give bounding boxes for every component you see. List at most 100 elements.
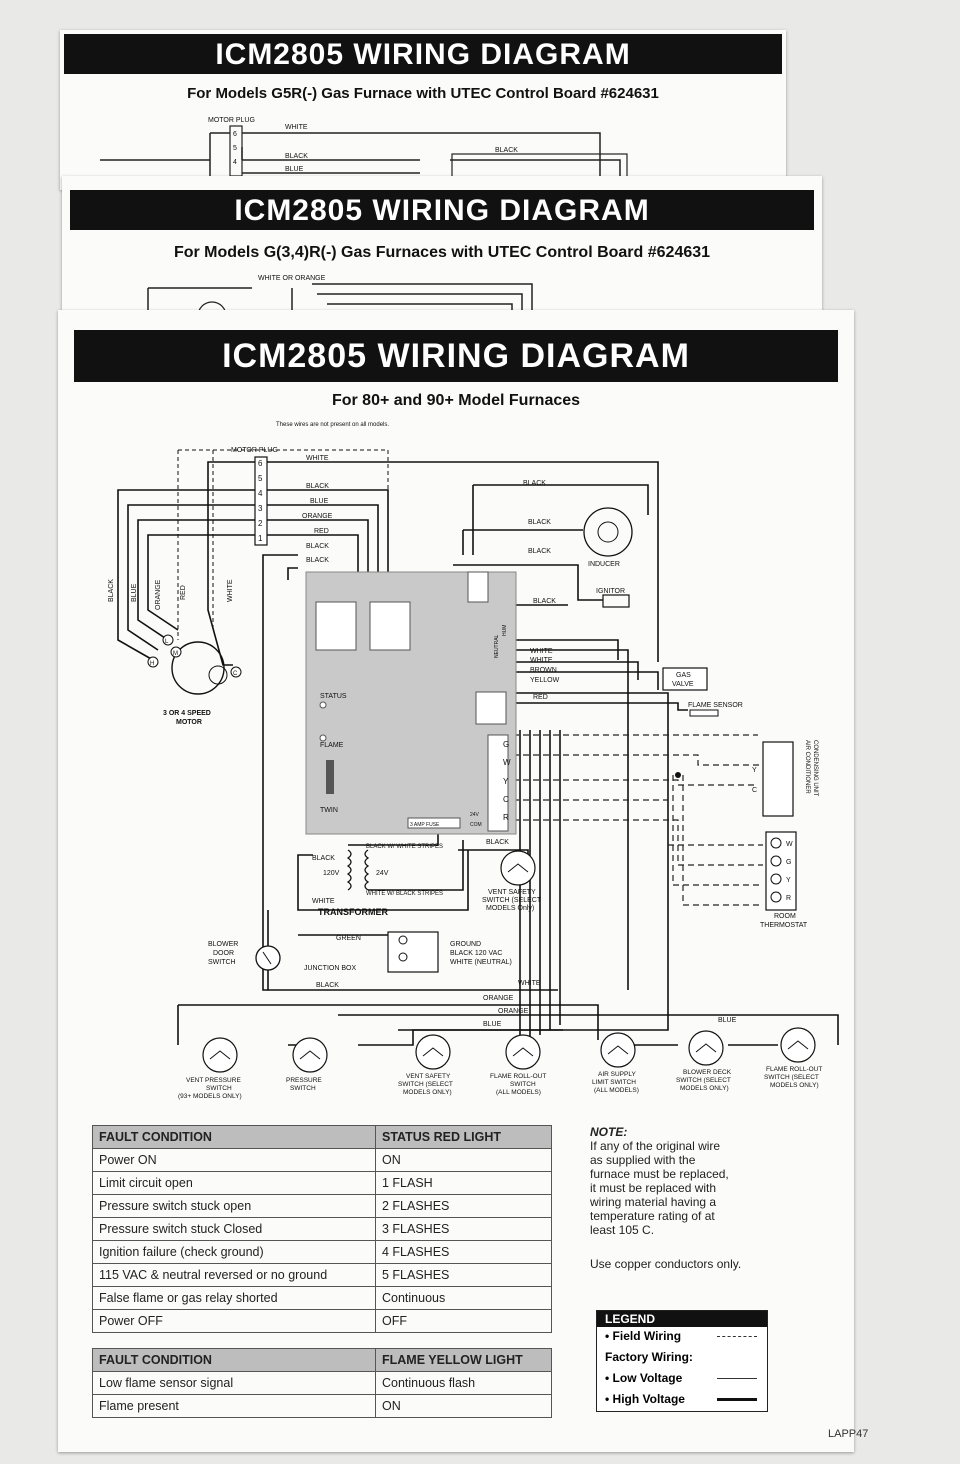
table-header: FAULT CONDITION — [92, 1125, 376, 1149]
switch-air-supply-limit: AIR SUPPLY LIMIT SWITCH (ALL MODELS) — [592, 1032, 639, 1094]
wire-label: WHITE — [518, 980, 541, 987]
motor-label: MOTOR — [176, 719, 202, 726]
wire-label: WHITE — [285, 124, 308, 131]
blower-door-switch: BLOWER DOOR SWITCH — [208, 941, 281, 971]
ignitor: IGNITOR — [596, 588, 630, 608]
wire-label: BLACK — [108, 579, 115, 602]
transformer-bw: BLACK W/ WHITE STRIPES — [366, 844, 443, 850]
thermostat-terminal: W — [786, 841, 793, 848]
ac-label: AIR CONDITIONER — [804, 740, 810, 794]
wire-label: BLACK — [316, 982, 339, 989]
switch-vent-safety: VENT SAFETY SWITCH (SELECT MODELS ONLY) — [398, 1034, 453, 1096]
wire-label: WHITE — [530, 657, 553, 664]
pin-label: 3 — [258, 504, 263, 513]
svg-text:MODELS ONLY): MODELS ONLY) — [770, 1082, 819, 1089]
pin-label: 6 — [233, 131, 237, 138]
wire-label: ORANGE — [302, 513, 333, 520]
junction-label: JUNCTION BOX — [304, 965, 356, 972]
sheet-title: ICM2805 WIRING DIAGRAM — [70, 190, 814, 230]
motor-plug-label: MOTOR PLUG — [231, 447, 278, 454]
junction-white: WHITE (NEUTRAL) — [450, 959, 512, 966]
switch-pressure: PRESSURE SWITCH — [286, 1037, 328, 1092]
copper-note: Use copper conductors only. — [590, 1257, 742, 1271]
transformer: BLACK WHITE 120V 24V BLACK W/ WHITE STRI… — [312, 844, 443, 917]
wire-label: BROWN — [530, 667, 557, 674]
document-code: LAPP47 — [828, 1428, 869, 1440]
legend-title: LEGEND — [597, 1311, 767, 1327]
junction-box: GREEN GROUND BLACK 120 VAC WHITE (NEUTRA… — [304, 931, 512, 973]
pin-label: 4 — [258, 489, 263, 498]
switch-flame-rollout-select: FLAME ROLL-OUT SWITCH (SELECT MODELS ONL… — [764, 1027, 822, 1089]
ac-condensing-unit: Y C AIR CONDITIONER CONDENSING UNIT — [752, 740, 818, 817]
svg-text:AIR SUPPLY: AIR SUPPLY — [598, 1071, 636, 1078]
board-terminal: G — [503, 740, 509, 749]
wire-label: BLUE — [718, 1017, 737, 1024]
svg-text:PRESSURE: PRESSURE — [286, 1077, 322, 1084]
motor-terminal: H — [150, 661, 154, 667]
thermostat-label: THERMOSTAT — [760, 922, 808, 929]
legend-low: • Low Voltage — [605, 1371, 683, 1385]
fault-status-table: FAULT CONDITION STATUS RED LIGHT Power O… — [92, 1125, 552, 1333]
gas-valve-label: VALVE — [672, 681, 694, 688]
svg-text:VENT SAFETY: VENT SAFETY — [406, 1073, 451, 1080]
board-com: COM — [470, 822, 482, 828]
legend-factory: Factory Wiring: — [605, 1350, 693, 1364]
thermostat-terminal: Y — [786, 877, 791, 884]
diagram-sheet-g5r: ICM2805 WIRING DIAGRAM For Models G5R(-)… — [60, 30, 786, 190]
sheet-subtitle: For 80+ and 90+ Model Furnaces — [331, 392, 581, 409]
wire-label: BLACK — [285, 153, 308, 160]
svg-text:FLAME ROLL-OUT: FLAME ROLL-OUT — [766, 1066, 822, 1073]
status-led-label: STATUS — [320, 693, 347, 700]
svg-text:SWITCH: SWITCH — [290, 1085, 316, 1092]
wire-label: BLACK — [523, 480, 546, 487]
diagram-sheet-80-90: ICM2805 WIRING DIAGRAM For 80+ and 90+ M… — [58, 310, 868, 1452]
transformer-black: BLACK — [312, 855, 335, 862]
pin-label: 5 — [258, 474, 263, 483]
wire-label: ORANGE — [155, 579, 162, 610]
blower-motor: L M H C 3 OR 4 SPEED MOTOR — [147, 634, 242, 726]
motor-plug: 6 5 4 3 2 1 — [254, 456, 268, 546]
table-header: FLAME YELLOW LIGHT — [375, 1348, 552, 1372]
switch-vent-pressure: VENT PRESSURE SWITCH (93+ MODELS ONLY) — [178, 1037, 242, 1100]
fuse-label: 3 AMP FUSE — [410, 822, 440, 828]
motor-terminal: C — [233, 671, 238, 677]
flame-sensor: FLAME SENSOR — [688, 702, 743, 717]
room-thermostat: W G Y R ROOM THERMOSTAT — [760, 831, 808, 929]
transformer-label: TRANSFORMER — [318, 907, 388, 917]
inducer: INDUCER — [583, 507, 633, 568]
ignitor-label: IGNITOR — [596, 588, 625, 595]
wire-label: ORANGE — [498, 1008, 529, 1015]
pin-label: 5 — [233, 145, 237, 152]
board-terminal: W — [503, 758, 511, 767]
sheet-subtitle: For Models G5R(-) Gas Furnace with UTEC … — [187, 85, 659, 102]
wire-label: BLACK — [486, 839, 509, 846]
ac-label: CONDENSING UNIT — [812, 740, 818, 797]
wire-label: BLUE — [483, 1021, 502, 1028]
thermostat-terminal: G — [786, 859, 791, 866]
vent-safety-label: MODELS Only) — [486, 905, 534, 912]
motor-terminal: L — [165, 639, 169, 645]
table-header: STATUS RED LIGHT — [375, 1125, 552, 1149]
inducer-label: INDUCER — [588, 561, 620, 568]
wire-label: BLUE — [131, 583, 138, 602]
svg-text:LIMIT SWITCH: LIMIT SWITCH — [592, 1079, 636, 1086]
wire-label: YELLOW — [530, 677, 560, 684]
svg-text:(ALL MODELS): (ALL MODELS) — [496, 1089, 541, 1096]
switch-flame-rollout: FLAME ROLL-OUT SWITCH (ALL MODELS) — [490, 1034, 546, 1096]
motor-label: 3 OR 4 SPEED — [163, 710, 211, 717]
table-row: Ignition failure (check ground)4 FLASHES — [92, 1240, 552, 1264]
neutral-label: NEUTRAL — [494, 634, 500, 658]
pin-label: 4 — [233, 159, 237, 166]
optional-wires-note: These wires are not present on all model… — [276, 422, 389, 428]
wire-label: BLACK — [306, 483, 329, 490]
transformer-wb: WHITE W/ BLACK STRIPES — [366, 891, 443, 897]
thermostat-label: ROOM — [774, 913, 796, 920]
control-board: STATUS FLAME TWIN 3 AMP FUSE 24V COM NEU… — [305, 571, 517, 835]
switch-blower-deck: BLOWER DECK SWITCH (SELECT MODELS ONLY) — [676, 1030, 732, 1092]
transformer-24v: 24V — [376, 870, 389, 877]
